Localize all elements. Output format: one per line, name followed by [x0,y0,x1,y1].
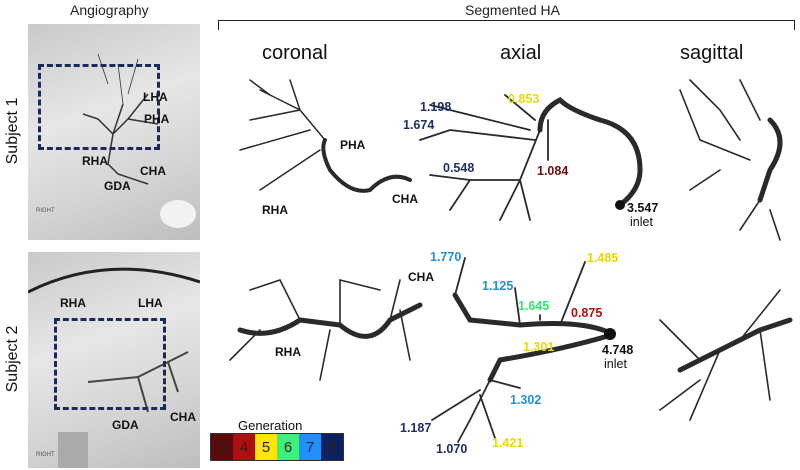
coronal1-label-rha: RHA [262,203,288,217]
value-1301: 1.301 [523,340,555,354]
inlet-label: inlet [604,357,627,371]
value-1485: 1.485 [587,251,619,265]
roi-box [54,318,166,410]
label-rha: RHA [60,296,86,310]
label-gda: GDA [112,418,139,432]
legend-swatch-7: 7 [299,434,321,460]
coronal2-label-cha: CHA [408,270,434,284]
value-1645: 1.645 [518,299,550,313]
vessel-image [82,53,196,228]
label-cha: CHA [140,164,166,178]
coronal2-label-rha: RHA [275,345,301,359]
view-axial: axial [500,42,542,64]
label-lha: LHA [143,90,168,104]
watermark: RIGHT [36,208,55,214]
value-1070: 1.070 [436,442,468,456]
vessel-image [28,267,200,468]
angiography-header: Angiography [70,2,149,18]
value-1084: 1.084 [537,164,569,178]
label-pha: PHA [144,112,170,126]
inlet-label: inlet [630,215,653,229]
coronal1-label-cha: CHA [392,192,418,206]
view-coronal: coronal [262,42,328,64]
segmented-header: Segmented HA [465,2,560,18]
roi-box [38,64,160,150]
generation-legend: 3 4 5 6 7 8 [210,433,344,461]
label-cha: CHA [170,410,196,424]
value-3547: 3.547 [627,201,659,215]
value-1198: 1.198 [420,100,452,114]
value-1421: 1.421 [492,436,524,450]
label-rha: RHA [82,154,108,168]
value-1125: 1.125 [482,279,514,293]
view-sagittal: sagittal [680,42,744,64]
label-gda: GDA [104,179,131,193]
value-4748: 4.748 [602,343,634,357]
coronal1-label-pha: PHA [340,138,366,152]
legend-swatch-5: 5 [255,434,277,460]
watermark: RIGHT [36,452,55,458]
value-1674: 1.674 [403,118,435,132]
legend-swatch-8: 8 [321,434,343,460]
angiography-subject-1: LHA PHA RHA CHA GDA RIGHT [28,24,200,240]
value-1770: 1.770 [430,250,462,264]
angiography-subject-2: RHA LHA GDA CHA RIGHT [28,252,200,468]
value-0548: 0.548 [443,161,475,175]
value-1187: 1.187 [400,421,432,435]
legend-swatch-4: 4 [233,434,255,460]
bracket [218,20,795,30]
value-0875: 0.875 [571,306,603,320]
value-0853: 0.853 [508,92,540,106]
label-lha: LHA [138,296,163,310]
legend-title: Generation [238,418,303,433]
value-1302: 1.302 [510,393,542,407]
legend-swatch-6: 6 [277,434,299,460]
legend-swatch-3: 3 [211,434,233,460]
